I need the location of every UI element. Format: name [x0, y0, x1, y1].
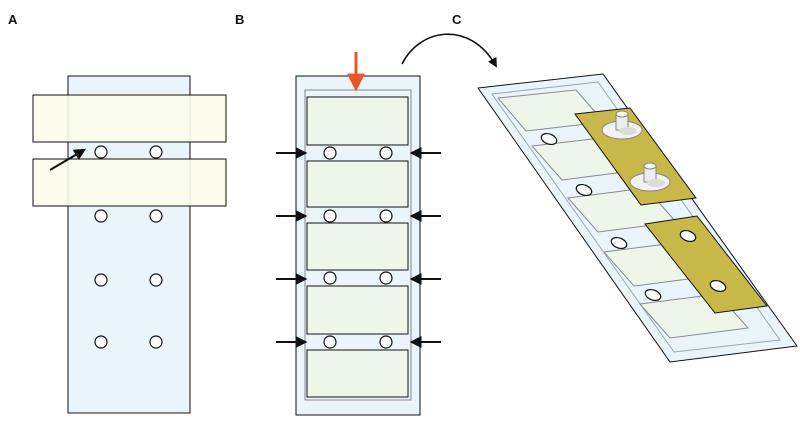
panel-a: A — [8, 12, 227, 414]
chamber — [306, 222, 409, 271]
chamber — [306, 96, 409, 146]
panel-b: B — [235, 12, 441, 416]
panel-label-a: A — [8, 12, 18, 27]
hole — [323, 209, 337, 223]
hole — [379, 271, 393, 285]
hole — [540, 132, 558, 146]
panel-label-b: B — [235, 12, 244, 27]
hole — [575, 183, 593, 197]
tape-strip-bottom — [32, 158, 227, 207]
gasket-bottom — [644, 215, 768, 314]
chambers-b — [306, 96, 409, 398]
arrow-icon — [49, 148, 87, 171]
hole — [94, 273, 108, 287]
holes-b — [323, 146, 393, 349]
connector-icon — [601, 110, 643, 140]
hole — [709, 279, 727, 293]
panel-label-c: C — [452, 12, 462, 27]
hole — [94, 145, 108, 159]
holes-a — [94, 145, 163, 349]
holes-c — [540, 132, 727, 302]
hole — [610, 236, 628, 250]
hole — [149, 273, 163, 287]
hole — [323, 146, 337, 160]
tape-strip-top — [32, 94, 227, 143]
chamber — [306, 285, 409, 335]
right-arrows-b — [409, 147, 441, 348]
hole — [94, 335, 108, 349]
hole — [679, 229, 697, 243]
connector-icon — [629, 162, 671, 192]
chamber — [306, 349, 409, 398]
hole — [644, 288, 662, 302]
hole — [379, 146, 393, 160]
hole — [149, 335, 163, 349]
hole — [149, 145, 163, 159]
hole — [379, 209, 393, 223]
left-arrows-b — [276, 147, 308, 348]
hole — [94, 209, 108, 223]
panel-c: C — [401, 12, 798, 363]
hole — [323, 271, 337, 285]
hole — [323, 335, 337, 349]
hole — [149, 209, 163, 223]
hole — [379, 335, 393, 349]
curved-arrow-icon — [401, 33, 497, 68]
chamber — [306, 160, 409, 208]
